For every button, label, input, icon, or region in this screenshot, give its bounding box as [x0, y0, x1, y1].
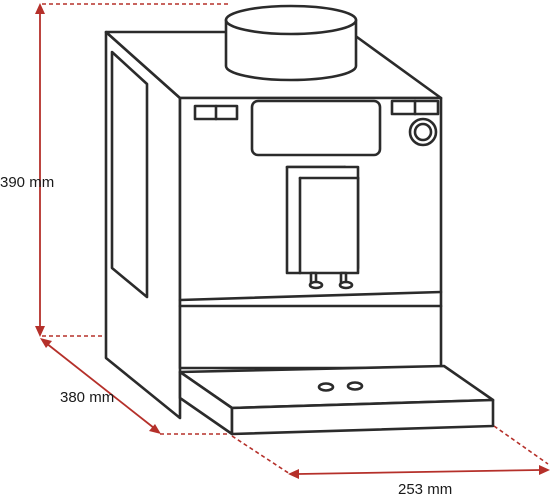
- tank-body: [224, 18, 358, 82]
- control-knob-inner: [413, 122, 433, 142]
- drip-hole-right: [346, 381, 364, 391]
- side-panel: [104, 30, 182, 420]
- depth-arrow-bottom: [149, 424, 161, 434]
- side-window: [110, 50, 149, 299]
- tank-lid: [224, 4, 358, 36]
- height-arrow-bottom: [35, 326, 45, 337]
- width-arrow-left: [288, 469, 299, 479]
- height-arrow-top: [35, 3, 45, 14]
- coffee-spout: [285, 165, 360, 290]
- width-right-guide: [493, 425, 549, 465]
- nozzle-tip-left: [308, 280, 324, 290]
- display-screen: [250, 99, 382, 157]
- front-divider-upper: [178, 290, 443, 302]
- spout-front: [285, 165, 360, 275]
- width-dimension: [231, 425, 550, 479]
- depth-label: 380 mm: [60, 389, 115, 406]
- nozzle-tip-right: [338, 280, 354, 290]
- drip-tray-front: [230, 398, 495, 436]
- control-panel: [193, 99, 440, 157]
- width-label: 253 mm: [398, 481, 453, 498]
- depth-dimension: [40, 338, 228, 435]
- depth-arrow-top: [40, 338, 52, 348]
- machine-body: [104, 30, 443, 420]
- width-dimension-line: [297, 469, 541, 475]
- drip-hole-left: [317, 382, 335, 392]
- width-arrow-right: [539, 465, 550, 475]
- width-left-guide: [231, 435, 291, 475]
- water-tank: [224, 4, 358, 82]
- height-dimension: [35, 3, 228, 337]
- drip-tray: [178, 364, 495, 436]
- height-label: 390 mm: [0, 174, 55, 191]
- depth-dimension-line: [45, 342, 155, 429]
